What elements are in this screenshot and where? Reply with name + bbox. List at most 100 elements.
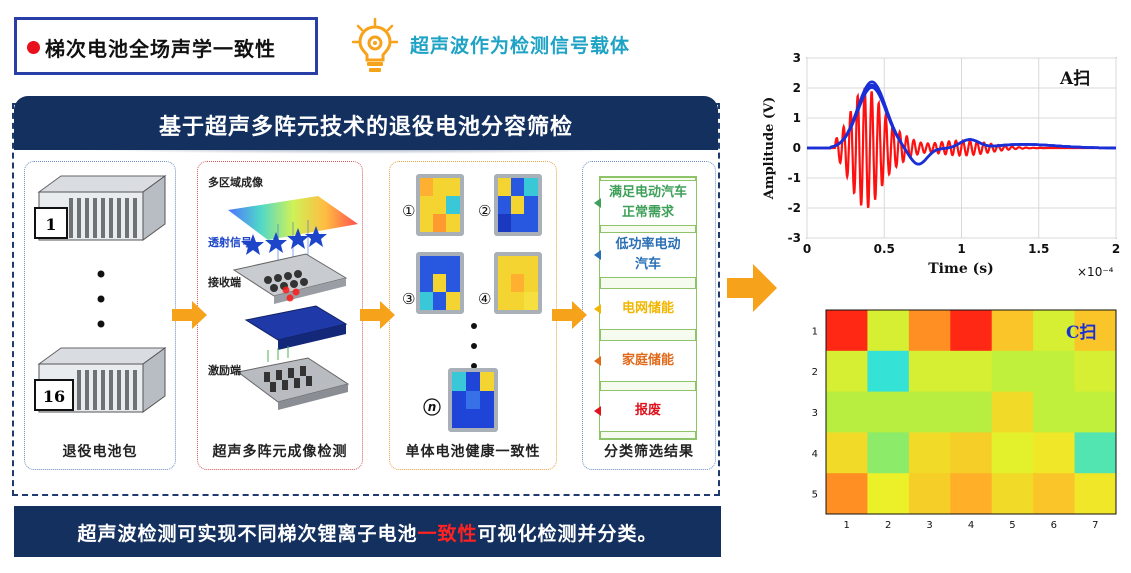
card-ultrasonic-imaging: 多区域成像 透射信号 接收端 激励端 超声多阵元成像检测 bbox=[197, 161, 363, 470]
annotation-receiver: 接收端 bbox=[208, 275, 241, 289]
cell-heatmaps: ① ② ③ ④ n bbox=[402, 174, 542, 432]
a-scan-y-tick: 1 bbox=[793, 111, 801, 125]
c-scan-cell bbox=[826, 310, 868, 352]
c-scan-cell bbox=[826, 473, 868, 515]
c-scan-cell bbox=[826, 432, 868, 474]
a-scan-x-tick: 1.5 bbox=[1028, 242, 1049, 256]
annotation-exciter: 激励端 bbox=[208, 363, 241, 377]
c-scan-cell bbox=[867, 310, 910, 352]
a-scan-y-tick: 3 bbox=[793, 51, 801, 65]
c-scan-y-tick: 4 bbox=[812, 449, 818, 460]
c-scan-cell bbox=[991, 432, 1034, 474]
ultrasonic-array-illustration: 多区域成像 透射信号 接收端 激励端 bbox=[208, 175, 358, 410]
a-scan-x-tick: 0 bbox=[803, 242, 811, 256]
a-scan-series-blue bbox=[807, 80, 1116, 166]
class-item-home-storage: 家庭储能 bbox=[599, 340, 697, 382]
panel-banner: 基于超声多阵元技术的退役电池分容筛检 bbox=[14, 96, 718, 150]
big-flow-arrow-icon bbox=[727, 264, 777, 312]
a-scan-x-tick: 1 bbox=[957, 242, 965, 256]
ellipsis-dot bbox=[97, 270, 105, 278]
c-scan-cell bbox=[908, 473, 951, 515]
battery-module-1 bbox=[34, 175, 167, 241]
c-scan-cell bbox=[991, 310, 1034, 352]
a-scan-y-tick: -1 bbox=[788, 171, 801, 185]
pack-number-top: 1 bbox=[45, 215, 56, 234]
a-scan-y-tick: 2 bbox=[793, 81, 801, 95]
signal-stars bbox=[242, 226, 327, 255]
battery-module-16 bbox=[34, 347, 167, 413]
cell-2 bbox=[494, 174, 542, 236]
c-scan-cell bbox=[1074, 391, 1117, 433]
c-scan-x-tick: 2 bbox=[885, 520, 891, 531]
a-scan-x-tick: 0.5 bbox=[874, 242, 895, 256]
c-scan-x-tick: 3 bbox=[926, 520, 932, 531]
c-scan-cell bbox=[1074, 350, 1117, 393]
section-title: 梯次电池全场声学一致性 bbox=[45, 37, 276, 61]
flow-arrow-icon bbox=[360, 301, 395, 329]
class-item-grid-storage: 电网储能 bbox=[599, 288, 697, 330]
ellipsis-dot bbox=[97, 295, 105, 303]
c-scan-cell bbox=[908, 350, 951, 393]
cell-4 bbox=[494, 252, 542, 314]
c-scan-cell bbox=[826, 391, 868, 433]
a-scan-x-tick: 2 bbox=[1112, 242, 1120, 256]
c-scan-cell bbox=[867, 350, 910, 393]
section-title-box: 梯次电池全场声学一致性 bbox=[14, 17, 318, 75]
conclusion-highlight: 一致性 bbox=[417, 523, 478, 545]
conclusion-banner: 超声波检测可实现不同梯次锂离子电池一致性可视化检测并分类。 bbox=[14, 506, 721, 557]
red-bullet-icon bbox=[27, 41, 40, 54]
class-item-ev: 满足电动汽车正常需求 bbox=[599, 180, 697, 226]
c-scan-title: C扫 bbox=[1066, 322, 1097, 343]
c-scan-x-tick: 4 bbox=[968, 520, 974, 531]
ellipsis-dot bbox=[471, 343, 477, 349]
annotation-multi-region: 多区域成像 bbox=[208, 175, 264, 189]
cell-n bbox=[448, 368, 498, 432]
c-scan-cell bbox=[950, 473, 993, 515]
card-label: 退役电池包 bbox=[62, 444, 138, 460]
c-scan-cell bbox=[867, 432, 910, 474]
conclusion-text-1: 超声波检测可实现不同梯次锂离子电池 bbox=[77, 523, 418, 545]
c-scan-x-tick: 6 bbox=[1051, 520, 1057, 531]
a-scan-y-tick: -2 bbox=[788, 201, 801, 215]
c-scan-cell bbox=[1033, 432, 1076, 474]
cell-marker-3: ③ bbox=[402, 290, 415, 308]
c-scan-cell bbox=[1033, 310, 1076, 352]
a-scan-title: A扫 bbox=[1059, 68, 1090, 89]
lightbulb-gear-icon bbox=[352, 17, 398, 72]
conclusion-text-2: 可视化检测并分类。 bbox=[477, 523, 658, 545]
cell-1 bbox=[416, 174, 464, 236]
c-scan-cell bbox=[1074, 473, 1117, 515]
c-scan-y-tick: 5 bbox=[812, 490, 818, 501]
c-scan-cell bbox=[991, 391, 1034, 433]
banner-title: 基于超声多阵元技术的退役电池分容筛检 bbox=[158, 115, 573, 140]
cell-marker-4: ④ bbox=[478, 290, 491, 308]
class-item-low-power-ev: 低功率电动汽车 bbox=[599, 232, 697, 278]
card-battery-pack: 1 16 退役电池包 bbox=[24, 161, 176, 470]
battery-pack-illustration: 1 16 bbox=[34, 175, 167, 413]
cell-marker-1: ① bbox=[402, 202, 415, 220]
c-scan-cell bbox=[991, 350, 1034, 393]
class-item-scrap: 报废 bbox=[599, 390, 697, 432]
c-scan-y-tick: 3 bbox=[812, 408, 818, 419]
c-scan-cell bbox=[991, 473, 1034, 515]
c-scan-cell bbox=[1033, 391, 1076, 433]
c-scan-cell bbox=[908, 432, 951, 474]
c-scan-cell bbox=[908, 310, 951, 352]
c-scan-cell bbox=[950, 350, 993, 393]
cell-marker-n: n bbox=[428, 400, 437, 414]
c-scan-cell bbox=[1033, 473, 1076, 515]
c-scan-y-tick: 1 bbox=[812, 326, 818, 337]
c-scan-cell bbox=[950, 310, 993, 352]
c-scan-cell bbox=[908, 391, 951, 433]
pack-number-bottom: 16 bbox=[43, 387, 65, 406]
ellipsis-dot bbox=[97, 320, 105, 328]
a-scan-y-tick: 0 bbox=[793, 141, 801, 155]
c-scan-y-tick: 2 bbox=[812, 367, 818, 378]
c-scan-cell bbox=[1074, 310, 1117, 352]
card-cell-consistency: ① ② ③ ④ n 单体电池健康一致性 bbox=[389, 161, 557, 470]
a-scan-ylabel: Amplitude (V) bbox=[762, 97, 777, 201]
flow-arrow-icon bbox=[172, 301, 207, 329]
annotation-transmission: 透射信号 bbox=[208, 235, 252, 249]
